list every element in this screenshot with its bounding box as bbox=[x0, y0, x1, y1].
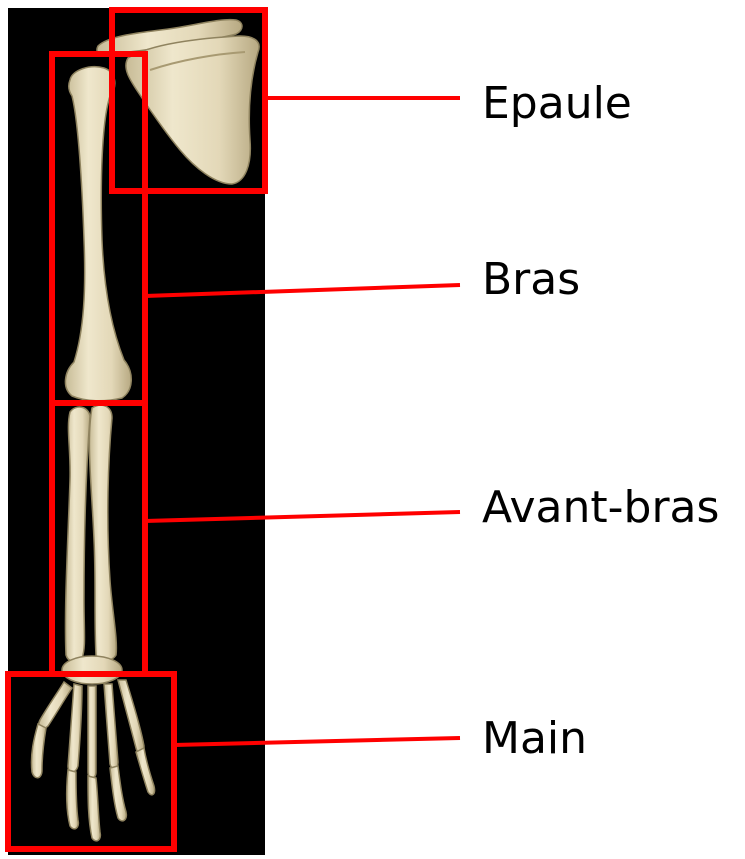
shoulder-label: Epaule bbox=[482, 82, 632, 126]
forearm-label: Avant-bras bbox=[482, 486, 719, 530]
hand-label: Main bbox=[482, 717, 587, 761]
arm-label: Bras bbox=[482, 258, 580, 302]
carpal-bones bbox=[62, 656, 122, 684]
